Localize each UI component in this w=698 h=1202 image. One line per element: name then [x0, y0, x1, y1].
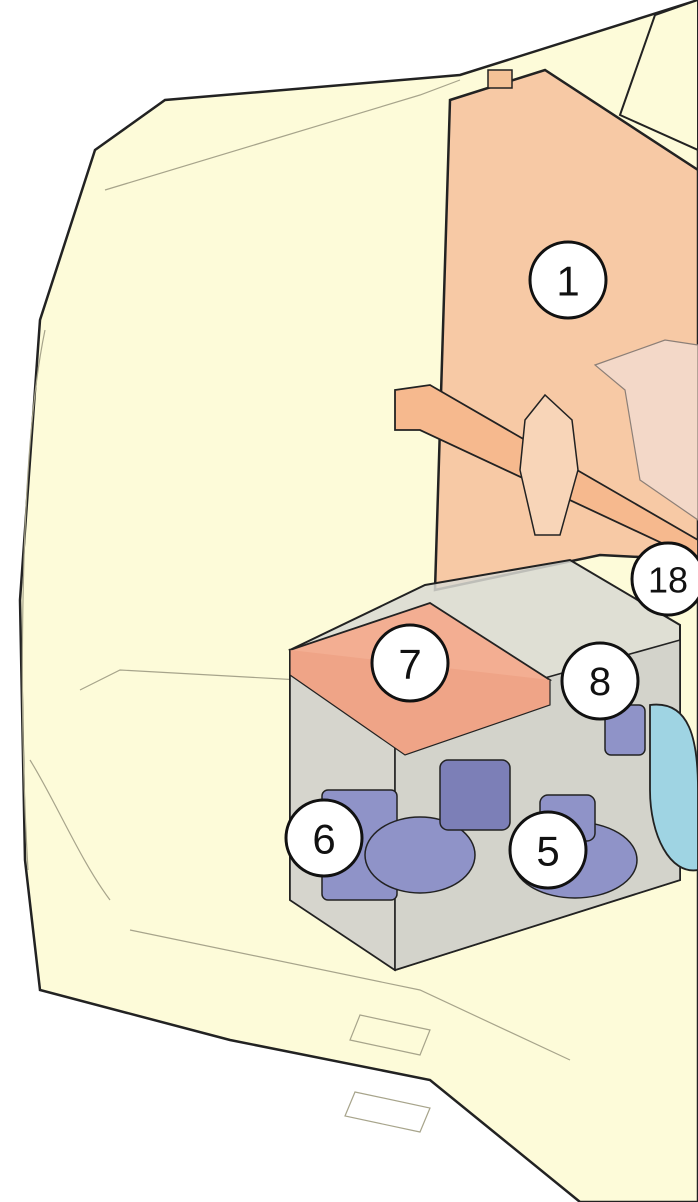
motor-center-box — [440, 760, 510, 830]
callout-7: 7 — [372, 625, 448, 701]
callout-label-1: 1 — [556, 258, 579, 305]
callout-1: 1 — [530, 242, 606, 318]
panel-top-cap — [488, 70, 512, 88]
callout-18: 18 — [632, 543, 698, 615]
callout-label-18: 18 — [648, 560, 688, 601]
callout-label-6: 6 — [312, 816, 335, 863]
callout-6: 6 — [286, 800, 362, 876]
callout-label-7: 7 — [398, 641, 421, 688]
callout-8: 8 — [562, 643, 638, 719]
callout-label-8: 8 — [589, 660, 611, 704]
callout-5: 5 — [510, 812, 586, 888]
cab-handle-right — [345, 1092, 430, 1132]
callout-label-5: 5 — [536, 828, 559, 875]
